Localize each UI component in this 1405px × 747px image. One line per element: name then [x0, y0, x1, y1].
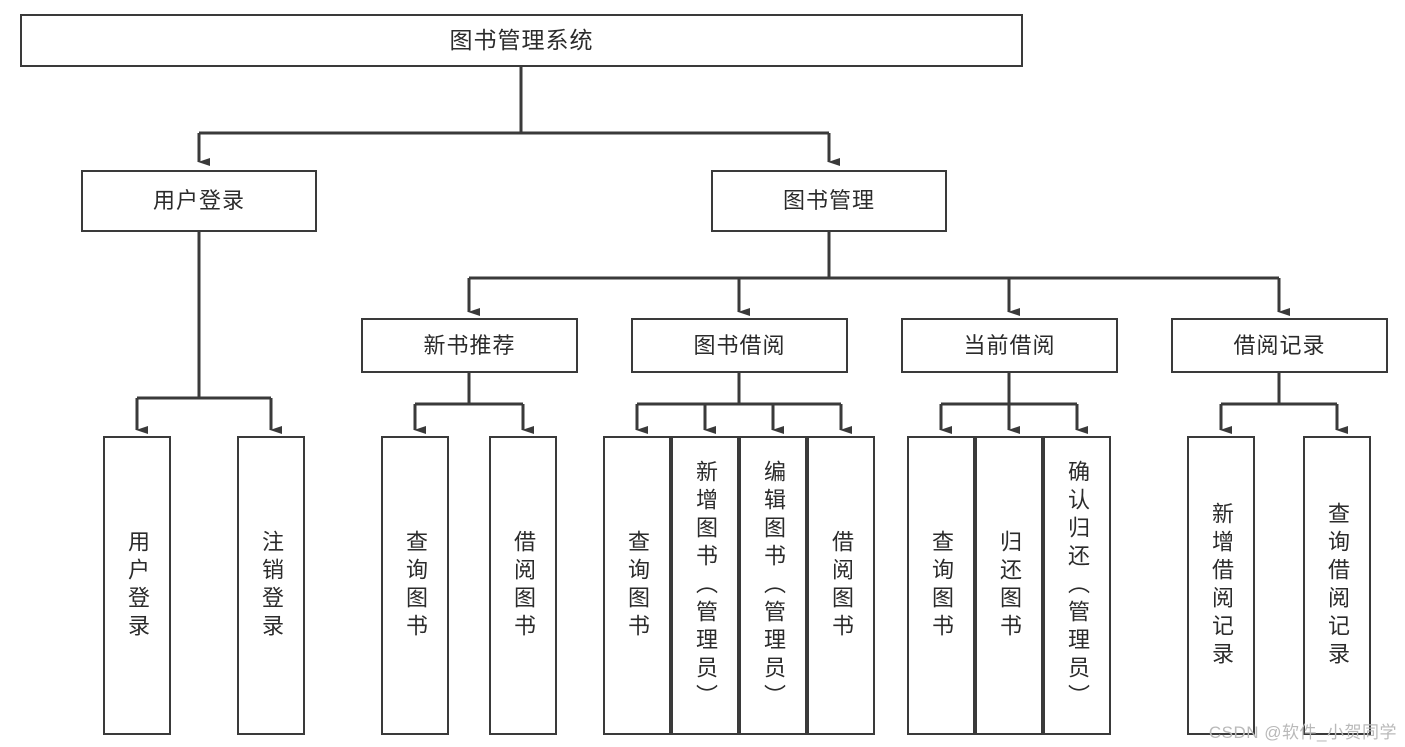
node-label: 图书管理系统 — [449, 27, 594, 53]
node-new-book-recommend[interactable]: 新书推荐 — [361, 318, 578, 373]
node-label: 查询图书 — [403, 529, 428, 642]
node-label: 查询图书 — [625, 529, 650, 642]
node-label: 图书借阅 — [693, 332, 786, 358]
node-label: 查询图书 — [929, 529, 954, 642]
node-label: 新书推荐 — [423, 332, 516, 358]
node-label: 当前借阅 — [963, 332, 1056, 358]
leaf-query-book-current[interactable]: 查询图书 — [907, 436, 975, 735]
node-current-borrow[interactable]: 当前借阅 — [901, 318, 1118, 373]
node-user-login[interactable]: 用户登录 — [81, 170, 317, 232]
leaf-add-book[interactable]: 新增图书（管理员） — [671, 436, 739, 735]
leaf-logout[interactable]: 注销登录 — [237, 436, 305, 735]
node-label: 借阅图书 — [829, 529, 854, 642]
leaf-borrow-book-recommend[interactable]: 借阅图书 — [489, 436, 557, 735]
node-label: 新增借阅记录 — [1209, 501, 1234, 670]
leaf-query-book-borrow[interactable]: 查询图书 — [603, 436, 671, 735]
node-label: 借阅图书 — [511, 529, 536, 642]
leaf-add-borrow-record[interactable]: 新增借阅记录 — [1187, 436, 1255, 735]
node-label: 确认归还（管理员） — [1065, 459, 1090, 712]
node-label: 编辑图书（管理员） — [761, 459, 786, 712]
node-label: 归还图书 — [997, 529, 1022, 642]
leaf-return-book[interactable]: 归还图书 — [975, 436, 1043, 735]
leaf-confirm-return[interactable]: 确认归还（管理员） — [1043, 436, 1111, 735]
leaf-edit-book[interactable]: 编辑图书（管理员） — [739, 436, 807, 735]
node-label: 借阅记录 — [1233, 332, 1326, 358]
node-root-system[interactable]: 图书管理系统 — [20, 14, 1023, 67]
leaf-query-book-recommend[interactable]: 查询图书 — [381, 436, 449, 735]
node-book-management[interactable]: 图书管理 — [711, 170, 947, 232]
node-label: 注销登录 — [259, 529, 284, 642]
node-book-borrow[interactable]: 图书借阅 — [631, 318, 848, 373]
leaf-query-borrow-record[interactable]: 查询借阅记录 — [1303, 436, 1371, 735]
node-label: 查询借阅记录 — [1325, 501, 1350, 670]
node-label: 用户登录 — [152, 188, 245, 213]
watermark-text: CSDN @软件_小贺同学 — [1208, 723, 1397, 742]
leaf-borrow-book[interactable]: 借阅图书 — [807, 436, 875, 735]
node-label: 新增图书（管理员） — [693, 459, 718, 712]
node-label: 用户登录 — [125, 529, 150, 642]
node-label: 图书管理 — [782, 188, 875, 213]
leaf-user-login[interactable]: 用户登录 — [103, 436, 171, 735]
node-borrow-record[interactable]: 借阅记录 — [1171, 318, 1388, 373]
